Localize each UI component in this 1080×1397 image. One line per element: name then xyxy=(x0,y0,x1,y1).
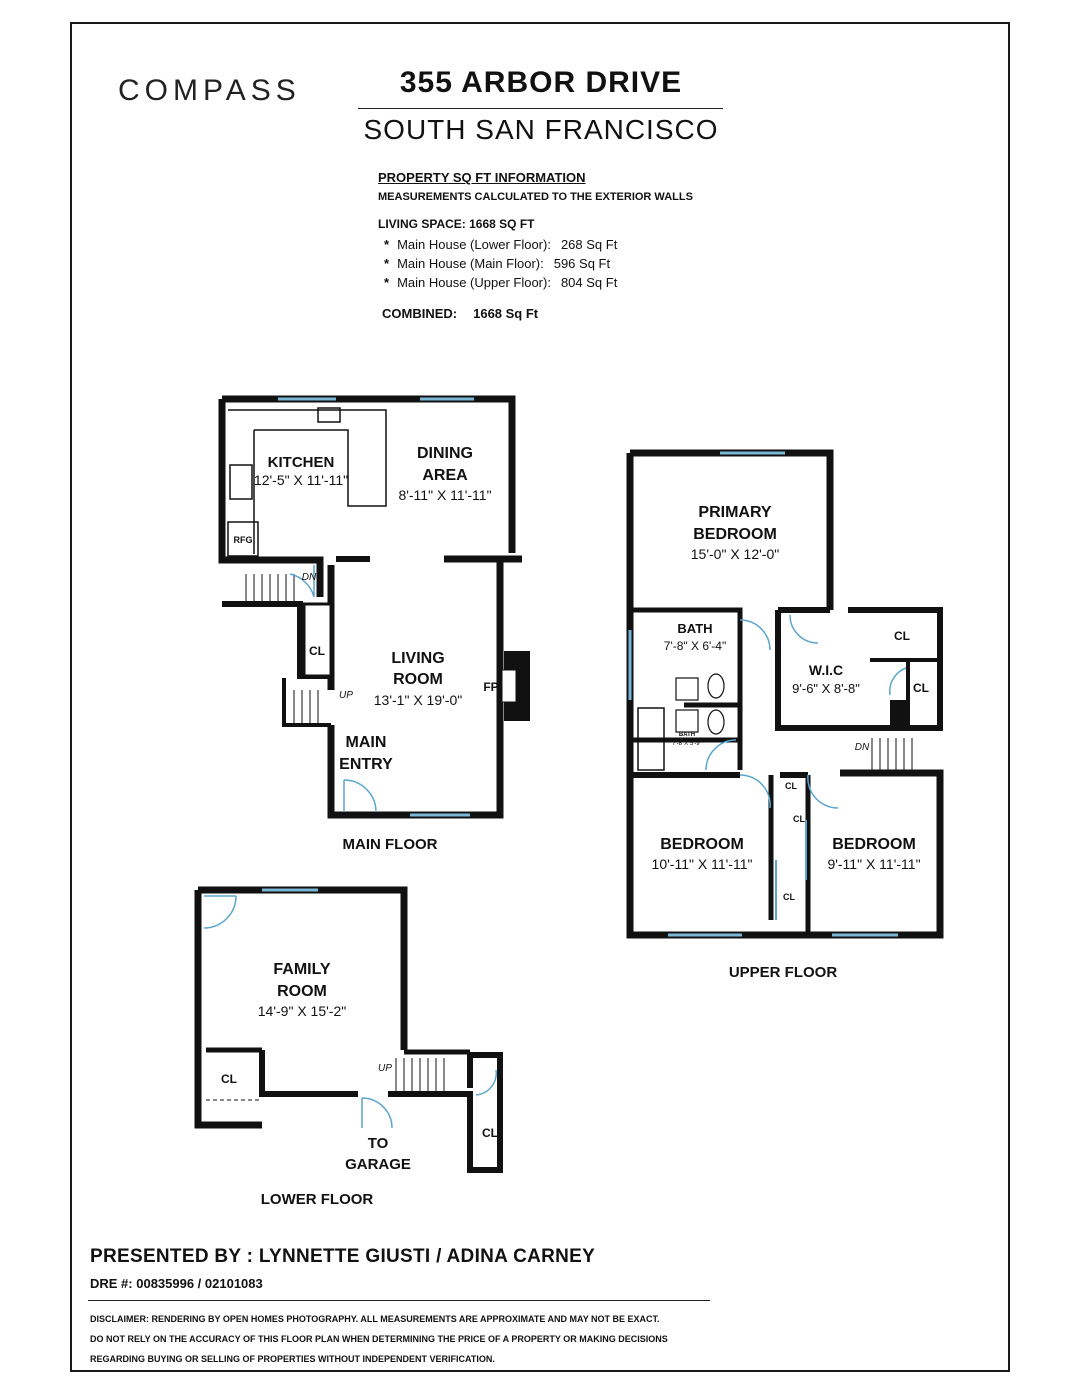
lower-floor-plan xyxy=(194,886,503,1173)
sqft-info: PROPERTY SQ FT INFORMATION MEASUREMENTS … xyxy=(378,170,693,321)
floor-title: LOWER FLOOR xyxy=(261,1191,374,1208)
room-dimension: 9'-11" X 11'-11" xyxy=(827,856,920,872)
floor-title: UPPER FLOOR xyxy=(729,964,838,981)
room-dimension: 13'-1" X 19'-0" xyxy=(374,692,462,708)
closet-label: CL xyxy=(785,781,797,791)
title-divider xyxy=(358,108,723,109)
room-label: KITCHEN xyxy=(268,454,335,471)
stair-label: DN xyxy=(302,572,317,583)
presented-by: PRESENTED BY : LYNNETTE GIUSTI / ADINA C… xyxy=(90,1246,596,1267)
room-label: GARAGE xyxy=(345,1156,411,1173)
room-dimension: 8'-11" X 11'-11" xyxy=(398,487,491,503)
closet-label: CL xyxy=(783,892,795,902)
room-label: BATH xyxy=(679,732,695,738)
living-space: LIVING SPACE: 1668 SQ FT xyxy=(378,217,535,231)
closet-label: CL xyxy=(894,629,910,643)
room-label: BEDROOM xyxy=(660,836,744,853)
fixture-label: RFG xyxy=(234,535,253,545)
closet-label: CL xyxy=(309,644,325,658)
dre-number: DRE #: 00835996 / 02101083 xyxy=(90,1276,263,1291)
compass-logo: COMPASS xyxy=(118,74,301,107)
list-item: Main House (Lower Floor):268 Sq Ft xyxy=(397,235,693,254)
disclaimer-divider xyxy=(88,1300,710,1301)
room-label: AREA xyxy=(422,467,468,484)
room-label: FAMILY xyxy=(273,961,331,978)
room-label: BEDROOM xyxy=(832,836,916,853)
city-subtitle: SOUTH SAN FRANCISCO xyxy=(363,114,719,145)
sqft-heading: PROPERTY SQ FT INFORMATION xyxy=(378,170,586,185)
room-label: LIVING xyxy=(391,650,444,667)
sqft-list: Main House (Lower Floor):268 Sq Ft Main … xyxy=(378,235,693,292)
room-dimension: 15'-0" X 12'-0" xyxy=(691,546,779,562)
room-dimension: 10'-11" X 11'-11" xyxy=(652,856,753,872)
room-dimension: 7'-8" X 6'-4" xyxy=(664,639,726,653)
room-dimension: 12'-5" X 11'-11" xyxy=(254,472,348,488)
room-label: TO xyxy=(368,1135,389,1152)
floor-title: MAIN FLOOR xyxy=(343,836,438,853)
room-label: MAIN xyxy=(346,734,387,751)
room-label: PRIMARY xyxy=(698,504,772,521)
page-frame xyxy=(70,22,1010,1372)
fireplace-label: FP xyxy=(483,680,498,694)
disclaimer: DISCLAIMER: RENDERING BY OPEN HOMES PHOT… xyxy=(90,1314,668,1364)
sqft-note: MEASUREMENTS CALCULATED TO THE EXTERIOR … xyxy=(378,191,693,203)
closet-label: CL xyxy=(913,681,929,695)
list-item: Main House (Main Floor):596 Sq Ft xyxy=(397,254,693,273)
address-title: 355 ARBOR DRIVE xyxy=(399,66,683,99)
room-label: DINING xyxy=(417,445,473,462)
closet-label: CL xyxy=(793,814,805,824)
closet-label: CL xyxy=(482,1126,498,1140)
room-dimension: 7'-8"X 5'-9" xyxy=(672,741,702,747)
room-dimension: 14'-9" X 15'-2" xyxy=(258,1003,346,1019)
room-label: BATH xyxy=(677,621,712,636)
room-label: ENTRY xyxy=(339,756,393,773)
room-dimension: 9'-6" X 8'-8" xyxy=(792,681,860,696)
stair-label: UP xyxy=(378,1063,392,1074)
lower-floor-labels: FAMILY ROOM 14'-9" X 15'-2" CL CL UP TO … xyxy=(221,961,498,1208)
stair-label: DN xyxy=(855,742,870,753)
main-floor-labels: KITCHEN 12'-5" X 11'-11" DINING AREA 8'-… xyxy=(234,445,499,853)
combined-total: COMBINED:1668 Sq Ft xyxy=(382,306,539,321)
upper-floor-plan xyxy=(626,449,944,939)
main-floor-plan xyxy=(218,395,530,819)
room-label: BEDROOM xyxy=(693,526,777,543)
room-label: W.I.C xyxy=(809,662,843,678)
closet-label: CL xyxy=(221,1072,237,1086)
list-item: Main House (Upper Floor):804 Sq Ft xyxy=(397,273,693,292)
room-label: ROOM xyxy=(393,671,443,688)
stair-label: UP xyxy=(339,690,353,701)
room-label: ROOM xyxy=(277,983,327,1000)
upper-floor-labels: PRIMARY BEDROOM 15'-0" X 12'-0" BATH 7'-… xyxy=(652,504,929,981)
